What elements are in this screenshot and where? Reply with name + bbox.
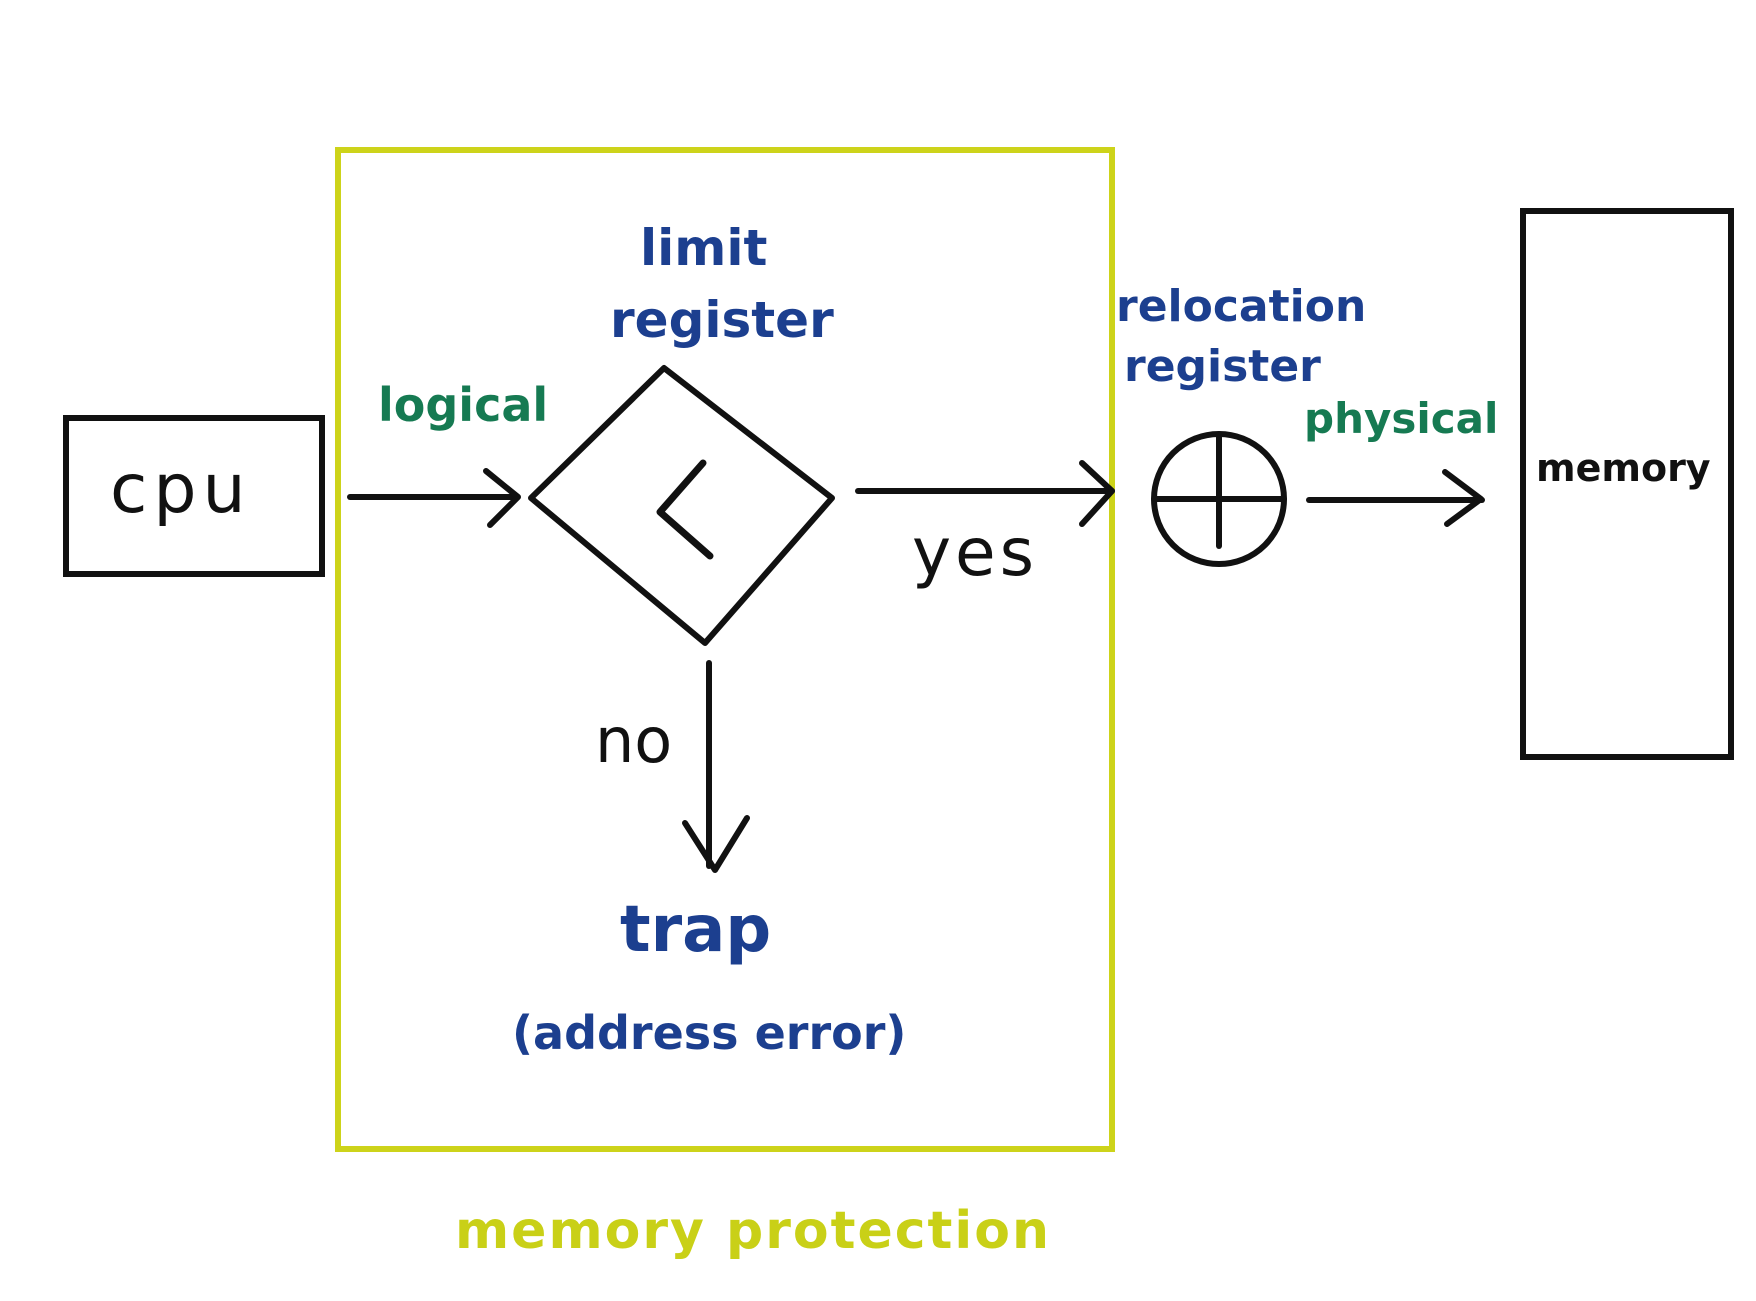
trap-detail-label: (address error) [512, 1006, 907, 1060]
memory-protection-caption: memory protection [455, 1201, 1051, 1261]
cpu-label: cpu [110, 450, 252, 529]
memory-protection-region [335, 147, 1115, 1152]
physical-address-label: physical [1304, 394, 1499, 443]
limit-comparator-diamond [528, 365, 835, 646]
limit-register-label-line2: register [610, 291, 834, 349]
memory-box [1520, 208, 1734, 760]
relocation-register-label-line1: relocation [1116, 281, 1367, 332]
less-than-symbol [656, 459, 714, 560]
logical-address-arrowhead [483, 468, 521, 528]
no-arrowhead [682, 815, 750, 873]
limit-register-label-line1: limit [640, 219, 768, 277]
no-label: no [595, 704, 673, 777]
physical-address-arrowhead [1442, 469, 1484, 527]
cpu-box [63, 415, 325, 577]
relocation-register-label-line2: register [1124, 341, 1321, 392]
trap-label: trap [620, 893, 772, 967]
logical-address-label: logical [378, 378, 549, 432]
yes-arrowhead [1079, 460, 1115, 527]
memory-label: memory [1536, 446, 1711, 490]
yes-label: yes [912, 514, 1039, 591]
